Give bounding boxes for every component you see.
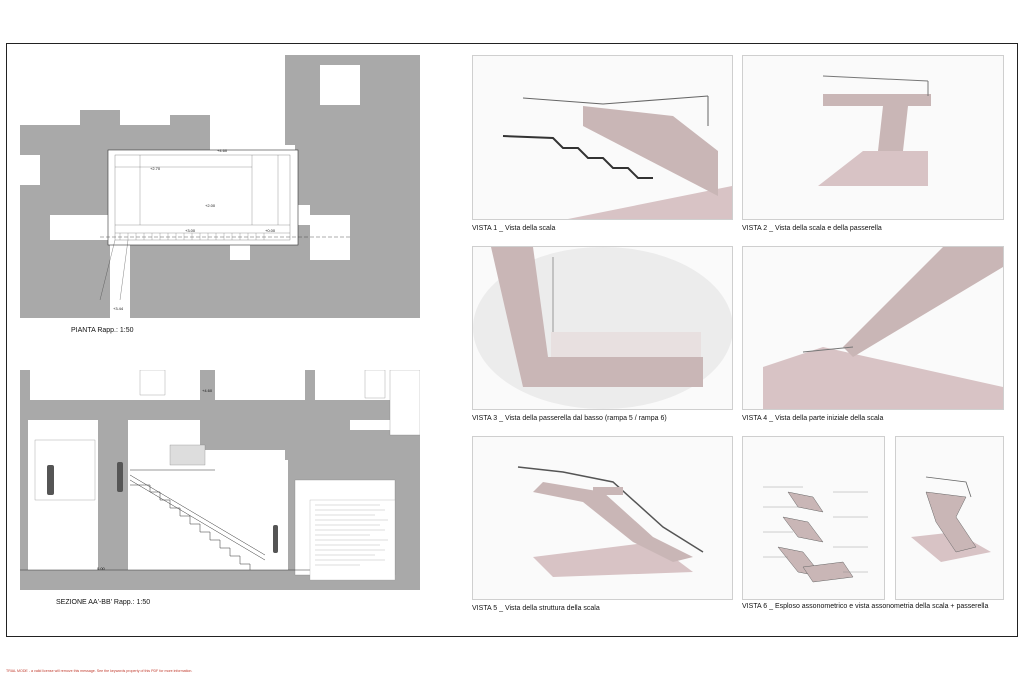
view-3-caption: VISTA 3 _ Vista della passerella dal bas…: [472, 415, 667, 422]
view-1-render: [472, 55, 733, 220]
section-level-top: +4.60: [202, 388, 213, 393]
view-4-render: [742, 246, 1004, 410]
plan-caption: PIANTA Rapp.: 1:50: [71, 327, 134, 334]
plan-level-4: +0.00: [265, 228, 276, 233]
view-6-axonometric-render: [895, 436, 1004, 600]
drawing-sheet-frame: [6, 43, 1018, 637]
plan-level-3: +3.00: [185, 228, 196, 233]
section-level-ground: 0.00: [97, 566, 105, 571]
view-2-caption: VISTA 2 _ Vista della scala e della pass…: [742, 225, 882, 232]
view-5-caption: VISTA 5 _ Vista della struttura della sc…: [472, 605, 600, 612]
view-1-caption: VISTA 1 _ Vista della scala: [472, 225, 556, 232]
view-6-caption: VISTA 6 _ Esploso assonometrico e vista …: [742, 603, 989, 610]
plan-level-6: +2.70: [150, 166, 161, 171]
section-drawing: [20, 370, 420, 590]
plan-level-2: +2.00: [205, 203, 216, 208]
view-5-render: [472, 436, 733, 600]
view-4-caption: VISTA 4 _ Vista della parte iniziale del…: [742, 415, 884, 422]
section-caption: SEZIONE AA'-BB' Rapp.: 1:50: [56, 599, 151, 606]
view-2-render: [742, 55, 1004, 220]
view-3-render: [472, 246, 733, 410]
trial-watermark: TRIAL MODE - a valid license will remove…: [6, 669, 193, 673]
plan-level-5: +3.44: [113, 306, 124, 311]
plan-drawing: [20, 55, 420, 318]
plan-level-1: +4.60: [217, 148, 228, 153]
view-6-exploded-render: [742, 436, 885, 600]
